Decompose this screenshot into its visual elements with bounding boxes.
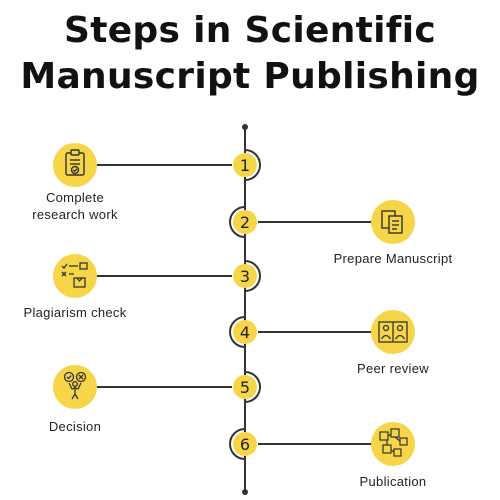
step-number: 2 (240, 213, 250, 232)
step-number: 4 (240, 323, 250, 342)
step-3: 3 (53, 254, 261, 298)
step-label-2-line-1: Prepare Manuscript (333, 251, 453, 266)
step-number-circle (233, 264, 257, 288)
review-icon (378, 321, 408, 343)
step-label-1: Complete research work (15, 189, 135, 223)
step-number-circle (233, 375, 257, 399)
step-label-5-line-1: Decision (48, 419, 102, 434)
axis-bottom-dot (242, 489, 248, 495)
step-number-circle (233, 210, 257, 234)
page-title: Steps in Scientific Manuscript Publishin… (0, 8, 500, 100)
step-label-1-line-2: research work (32, 207, 118, 222)
publication-icon (379, 428, 408, 457)
title-line-2: Manuscript Publishing (20, 56, 480, 97)
step-label-6-line-1: Publication (359, 474, 427, 489)
step-1: 1 (53, 143, 261, 187)
step-5: 5 (53, 365, 261, 409)
step-label-5: Decision (25, 418, 125, 435)
icon-circle (53, 254, 97, 298)
step-label-2: Prepare Manuscript (318, 250, 468, 267)
step-number: 1 (240, 156, 250, 175)
checklist-icon (61, 262, 88, 288)
step-number: 3 (240, 267, 250, 286)
clipboard-check-icon (65, 149, 85, 176)
step-number: 6 (240, 435, 250, 454)
axis-top-dot (242, 124, 248, 130)
step-label-3: Plagiarism check (5, 304, 145, 321)
step-6: 6 (229, 422, 415, 466)
icon-circle (371, 422, 415, 466)
title-line-1: Steps in Scientific (63, 10, 437, 51)
step-number-circle (233, 320, 257, 344)
step-4: 4 (229, 310, 415, 354)
step-label-4: Peer review (333, 360, 453, 377)
decision-icon (63, 371, 87, 400)
step-label-6: Publication (343, 473, 443, 490)
icon-circle (53, 143, 97, 187)
step-number-circle (233, 153, 257, 177)
step-label-1-line-1: Complete (45, 190, 105, 205)
step-number-circle (233, 432, 257, 456)
step-2: 2 (229, 200, 415, 244)
step-number: 5 (240, 378, 250, 397)
step-label-3-line-1: Plagiarism check (23, 305, 127, 320)
documents-icon (381, 210, 403, 234)
step-label-4-line-1: Peer review (357, 361, 429, 376)
